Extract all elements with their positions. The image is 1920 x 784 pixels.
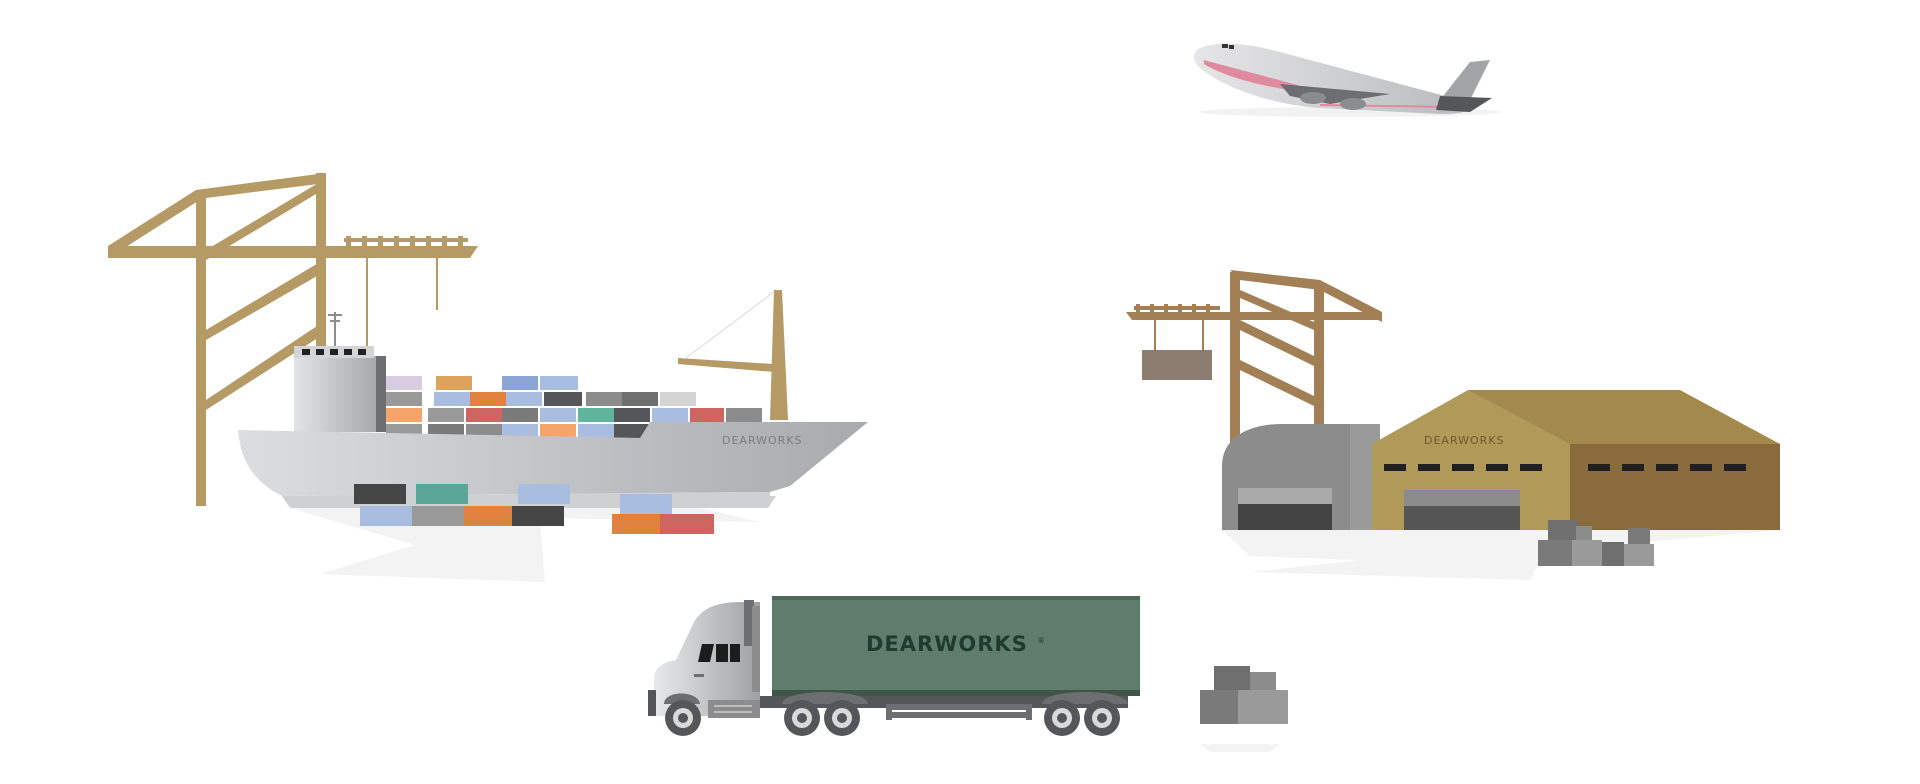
cargo-boxes-small: [1200, 666, 1288, 752]
warehouse-brand-label: DEARWORKS: [1424, 434, 1505, 447]
airplane-icon: [1193, 43, 1500, 117]
cargo-ship-icon: DEARWORKS: [238, 290, 868, 582]
semi-truck-icon: DEARWORKS ®: [648, 596, 1140, 736]
gantry-crane-left: [108, 173, 478, 506]
truck-trademark: ®: [1037, 636, 1046, 645]
truck-brand-label: DEARWORKS: [866, 632, 1028, 656]
cargo-boxes-icon: [1538, 520, 1654, 566]
ship-brand-label: DEARWORKS: [722, 434, 803, 447]
warehouse-icon: DEARWORKS: [1220, 390, 1780, 580]
gantry-crane-right: [1126, 270, 1382, 448]
